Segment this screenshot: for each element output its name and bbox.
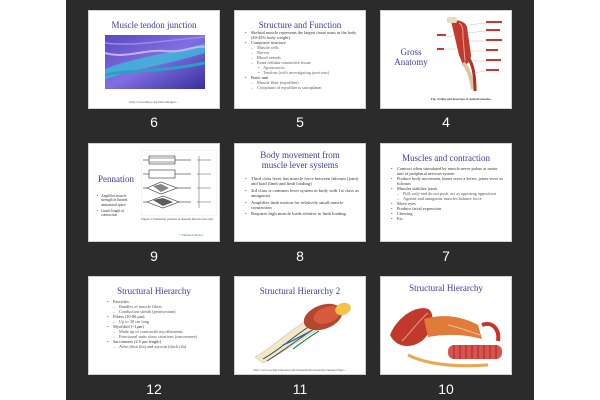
bullet-list: Third class lever has muscle force betwe… bbox=[245, 176, 359, 217]
bullet-item: Third class lever has muscle force betwe… bbox=[245, 176, 359, 187]
slide-number-12: 12 bbox=[146, 381, 162, 397]
bullet-item: Fibers (10-80 μm) bbox=[107, 314, 213, 319]
slide-number-11: 11 bbox=[292, 381, 308, 397]
bullet-item: Actin (thin fila) and myosin (thick fila… bbox=[107, 344, 213, 349]
slide-title: Structure and Function bbox=[258, 20, 342, 30]
slide-title: Muscles and contraction bbox=[402, 153, 490, 163]
muscle-fiber-illustration bbox=[390, 308, 502, 368]
bullet-list: Amplifies muscle strength in limited ana… bbox=[97, 194, 135, 219]
slide-thumbnail-10[interactable]: Structural Hierarchy bbox=[380, 276, 512, 375]
bullet-item: Agonist and antagonist muscles balance f… bbox=[391, 196, 505, 201]
bullet-item: Extra cellular connective tissue bbox=[245, 60, 359, 65]
slide-number-7: 7 bbox=[442, 248, 450, 264]
figure-caption: Figure 2. Pennation patterns of skeletal… bbox=[141, 217, 214, 221]
slide-thumbnail-7[interactable]: Muscles and contraction Contract when st… bbox=[380, 143, 512, 242]
slide-title: Structural Hierarchy bbox=[409, 283, 483, 293]
bullet-item: Amplifies muscle strength in limited ana… bbox=[97, 194, 135, 207]
bullet-item: Functional units show striations (sarcom… bbox=[107, 334, 213, 339]
figure-credit: © Human Kinetics bbox=[179, 233, 204, 238]
bullet-item: Fascicles bbox=[107, 299, 213, 304]
bullet-list: Fascicles Bundles of muscle fibers Condu… bbox=[107, 299, 213, 349]
figure-caption: Fig. Origin and insertion of skeletal mu… bbox=[431, 97, 492, 102]
slide-thumbnail-9[interactable]: Pennation Amplifies muscle strength in l… bbox=[88, 143, 220, 242]
muscle-bundle-illustration bbox=[254, 302, 351, 363]
bullet-item: Produce body movement, bones serve a lev… bbox=[391, 176, 505, 186]
bullet-item: Produce facial expression bbox=[391, 206, 505, 211]
bullet-list: Skeletal muscle represents the largest t… bbox=[245, 30, 359, 90]
slide-thumbnail-11[interactable]: Structural Hierarchy 2 http://www.ucmp.b… bbox=[234, 276, 366, 375]
bullet-item: Muscle fiber (myofiber) bbox=[245, 80, 359, 85]
slide-title: Body movement from muscle lever systems bbox=[260, 150, 340, 170]
slide-source-url: http://www.ucmp.berkeley.edu/museum/mn/a… bbox=[253, 368, 347, 372]
bullet-item: Amplifies limb motion for relatively sma… bbox=[245, 200, 359, 211]
bullet-item: Chewing bbox=[391, 211, 505, 216]
bullet-item: Move eyes bbox=[391, 201, 505, 206]
slide-thumbnail-12[interactable]: Structural Hierarchy Fascicles Bundles o… bbox=[88, 276, 220, 375]
slide-sorter-panel: Muscle tendon junction http://www.hkcp.o… bbox=[66, 0, 534, 400]
slide-thumbnail-8[interactable]: Body movement from muscle lever systems … bbox=[234, 143, 366, 242]
bullet-item: Made up of contractile myofilaments bbox=[107, 329, 213, 334]
bullet-item: 3rd class is common lever system in body… bbox=[245, 188, 359, 199]
bullet-item: Aponeurosis bbox=[245, 65, 359, 70]
bullet-item: Basic unit bbox=[245, 75, 359, 80]
slide-title: Structural Hierarchy 2 bbox=[259, 286, 341, 296]
bullet-item: Pull, only and do not push, act as oppos… bbox=[391, 191, 505, 196]
slide-number-10: 10 bbox=[438, 381, 454, 397]
slide-thumbnail-4[interactable]: Gross Anatomy Fig. Origin and insertion … bbox=[380, 10, 512, 109]
slide-number-5: 5 bbox=[296, 114, 304, 130]
bullet-item: Skeletal muscle represents the largest t… bbox=[245, 30, 359, 40]
slide-number-4: 4 bbox=[442, 114, 450, 130]
bullet-list: Contract when stimulated by muscle nerve… bbox=[391, 166, 505, 221]
slide-number-6: 6 bbox=[150, 114, 158, 130]
bullet-item: Nerves bbox=[245, 50, 359, 55]
slide-number-9: 9 bbox=[150, 248, 158, 264]
bullet-item: Muscle cells bbox=[245, 45, 359, 50]
slide-source-url: http://www.hkcp.org/histo/images/... bbox=[129, 100, 179, 104]
bullet-item: Blood vessels bbox=[245, 55, 359, 60]
slide-title: Structural Hierarchy bbox=[117, 286, 191, 296]
bullet-item: Muscles stabilize joints bbox=[391, 186, 505, 191]
bullet-item: Conduction sheath (perimysium) bbox=[107, 309, 213, 314]
bullet-item: Limits length of contraction bbox=[97, 209, 135, 218]
bullet-item: Up to 30 cm long bbox=[107, 319, 213, 324]
bullet-item: Sarcomeres (2.5 μm length) bbox=[107, 339, 213, 344]
bullet-item: Contract when stimulated by muscle nerve… bbox=[391, 166, 505, 176]
bullet-item: Cytoplasm of myofiber is sarcoplasm bbox=[245, 85, 359, 90]
slide-thumbnail-6[interactable]: Muscle tendon junction http://www.hkcp.o… bbox=[88, 10, 220, 109]
slide-title: Muscle tendon junction bbox=[111, 20, 197, 30]
slide-number-8: 8 bbox=[296, 248, 304, 264]
bullet-item: Etc. bbox=[391, 216, 505, 221]
bullet-item: Composite structure bbox=[245, 40, 359, 45]
micrograph-image bbox=[105, 35, 205, 89]
slide-thumbnail-5[interactable]: Structure and Function Skeletal muscle r… bbox=[234, 10, 366, 109]
bullet-item: Myofibril (~1μm) bbox=[107, 324, 213, 329]
bullet-item: Bundles of muscle fibers bbox=[107, 304, 213, 309]
bullet-item: Tendons (with investigating junctions) bbox=[245, 70, 359, 75]
arm-muscle-anatomy-illustration bbox=[437, 17, 502, 92]
slide-title: Gross Anatomy bbox=[394, 47, 428, 67]
bullet-item: Requires high muscle loads relative to l… bbox=[245, 211, 359, 217]
slide-title: Pennation bbox=[98, 174, 134, 184]
pennation-diagrams bbox=[141, 150, 217, 216]
